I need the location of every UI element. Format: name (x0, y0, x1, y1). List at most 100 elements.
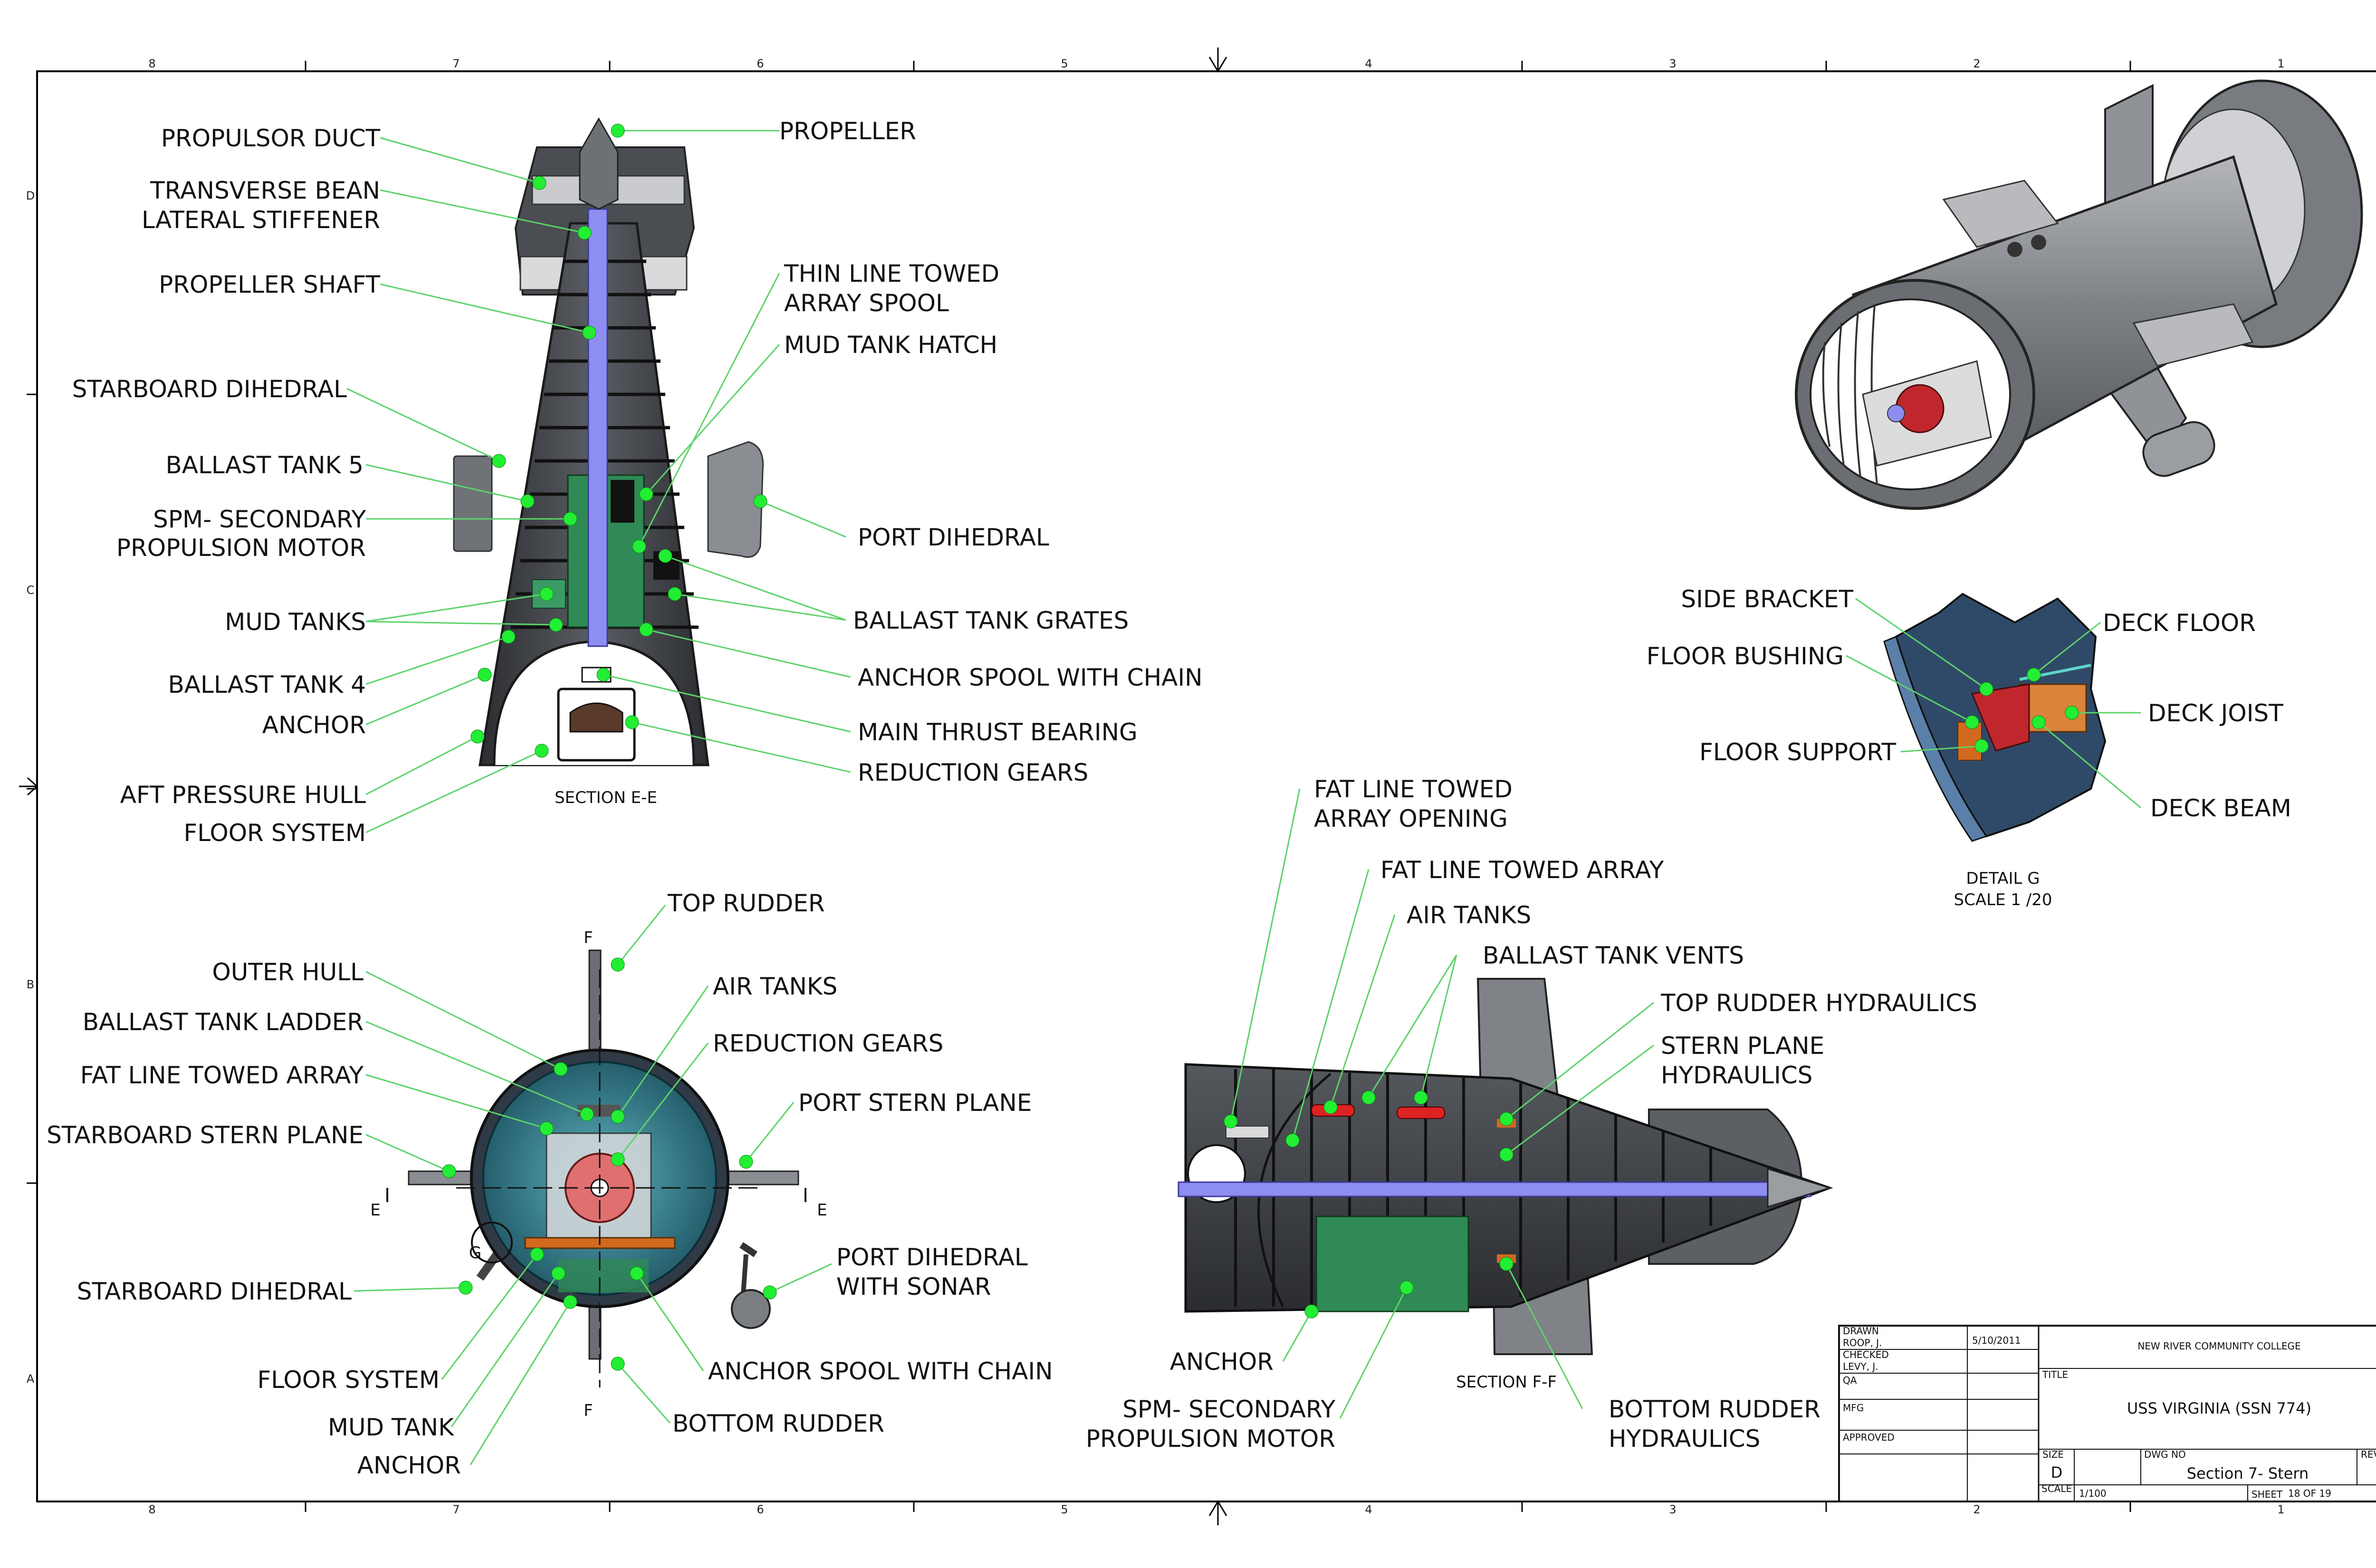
section-ee-labels: PROPULSOR DUCT TRANSVERSE BEAN LATERAL S… (72, 117, 1203, 847)
zone-col-6-bottom: 6 (757, 1503, 764, 1516)
cut-marker-f-bottom: F (584, 1401, 593, 1420)
label-top-rudder-hydraulics: TOP RUDDER HYDRAULICS (1660, 989, 1977, 1017)
label-bottom-rudder-hydraulics-1: BOTTOM RUDDER (1609, 1396, 1820, 1423)
zone-col-6: 6 (757, 57, 764, 70)
tb-checked-name: LEVY, J. (1843, 1361, 1878, 1372)
tb-checked-label: CHECKED (1843, 1349, 1889, 1360)
label-floor-system-aft: FLOOR SYSTEM (258, 1366, 440, 1394)
zone-col-2: 2 (1973, 57, 1980, 70)
label-outer-hull: OUTER HULL (212, 958, 364, 986)
label-transverse-bean: TRANSVERSE BEAN (150, 177, 380, 204)
label-propulsor-duct: PROPULSOR DUCT (161, 124, 381, 152)
detail-marker-g: G (469, 1243, 481, 1262)
drawing-border (19, 48, 2376, 1525)
cut-marker-f-top: F (584, 928, 593, 947)
section-ff-leaders (1224, 788, 1654, 1419)
title-block: DRAWN ROOP, J. 5/10/2011 CHECKED LEVY, J… (1838, 1325, 2376, 1502)
zone-row-d: D (26, 189, 35, 202)
label-side-bracket: SIDE BRACKET (1681, 585, 1853, 613)
tb-drawn-name: ROOP, J. (1843, 1337, 1882, 1348)
label-port-dihedral-sonar-1: PORT DIHEDRAL (836, 1243, 1028, 1271)
label-fat-line-towed-array-ff: FAT LINE TOWED ARRAY (1380, 856, 1664, 884)
label-spm-line1: SPM- SECONDARY (153, 506, 366, 533)
label-lateral-stiffener: LATERAL STIFFENER (142, 206, 380, 234)
label-fat-opening-2: ARRAY OPENING (1314, 805, 1508, 832)
label-ballast-tank-ladder: BALLAST TANK LADDER (83, 1008, 364, 1036)
label-port-dihedral: PORT DIHEDRAL (858, 524, 1049, 551)
label-deck-floor: DECK FLOOR (2103, 609, 2256, 637)
tb-mfg-label: MFG (1843, 1402, 1864, 1414)
zone-col-1: 1 (2277, 57, 2284, 70)
label-stern-plane-hydraulics-2: HYDRAULICS (1661, 1061, 1812, 1089)
label-anchor-spool-aft: ANCHOR SPOOL WITH CHAIN (708, 1358, 1053, 1385)
label-propeller-shaft: PROPELLER SHAFT (159, 271, 380, 298)
tb-drawn-label: DRAWN (1843, 1325, 1879, 1337)
tb-rev-label: REV (2361, 1449, 2376, 1460)
cut-marker-e-left: E (370, 1201, 380, 1220)
tb-approved-label: APPROVED (1843, 1432, 1895, 1443)
tb-scale-label: SCALE (2041, 1483, 2072, 1494)
label-bottom-rudder-hydraulics-2: HYDRAULICS (1609, 1425, 1760, 1453)
label-stern-plane-hydraulics-1: STERN PLANE (1661, 1032, 1824, 1060)
label-starboard-dihedral-aft: STARBOARD DIHEDRAL (77, 1278, 352, 1305)
zone-col-1-bottom: 1 (2277, 1503, 2284, 1516)
label-starboard-dihedral-ee: STARBOARD DIHEDRAL (72, 375, 347, 403)
aft-view-drawing (386, 949, 806, 1387)
label-thin-line-1: THIN LINE TOWED (784, 260, 999, 287)
detail-g-drawing (1883, 593, 2107, 842)
zone-row-c: C (27, 583, 35, 597)
section-ff-drawing (1178, 978, 1833, 1355)
label-floor-support: FLOOR SUPPORT (1699, 738, 1896, 766)
tb-drawn-date: 5/10/2011 (1972, 1335, 2021, 1346)
label-air-tanks-ff: AIR TANKS (1407, 901, 1531, 929)
label-reduction-gears-ee: REDUCTION GEARS (858, 759, 1088, 786)
label-top-rudder: TOP RUDDER (667, 889, 825, 917)
zone-row-b: B (27, 978, 34, 991)
zone-col-3: 3 (1669, 57, 1676, 70)
label-port-dihedral-sonar-2: WITH SONAR (836, 1273, 991, 1300)
section-ff-labels: FAT LINE TOWED ARRAY OPENING FAT LINE TO… (1086, 775, 1977, 1453)
label-reduction-gears-aft: REDUCTION GEARS (713, 1030, 943, 1057)
zone-col-7: 7 (452, 57, 460, 70)
label-port-stern-plane: PORT STERN PLANE (798, 1089, 1032, 1117)
tb-title: USS VIRGINIA (SSN 774) (2127, 1399, 2311, 1417)
label-spm-ff-2: PROPULSION MOTOR (1086, 1425, 1335, 1453)
zone-row-a: A (27, 1372, 35, 1386)
tb-sheet: 18 OF 19 (2288, 1488, 2331, 1499)
section-ee-caption: SECTION E-E (555, 788, 657, 807)
label-deck-beam: DECK BEAM (2150, 794, 2291, 822)
label-floor-bushing: FLOOR BUSHING (1647, 642, 1844, 670)
tb-sheet-label: SHEET (2251, 1489, 2283, 1500)
zone-col-7-bottom: 7 (452, 1503, 460, 1516)
label-aft-pressure-hull: AFT PRESSURE HULL (120, 781, 366, 809)
section-ff-caption: SECTION F-F (1456, 1373, 1557, 1392)
detail-g-labels: SIDE BRACKET FLOOR BUSHING FLOOR SUPPORT… (1647, 585, 2291, 909)
label-floor-system-ee: FLOOR SYSTEM (184, 819, 366, 847)
label-thin-line-2: ARRAY SPOOL (784, 289, 949, 317)
zone-col-5-bottom: 5 (1061, 1503, 1068, 1516)
aft-view-cut-markers: F F E E G (370, 928, 827, 1420)
label-ballast-tank-4: BALLAST TANK 4 (168, 671, 366, 698)
label-ballast-tank-grates: BALLAST TANK GRATES (853, 607, 1129, 634)
detail-g-scale: SCALE 1 /20 (1954, 890, 2052, 909)
zone-col-2-bottom: 2 (1973, 1503, 1980, 1516)
label-fat-opening-1: FAT LINE TOWED (1314, 775, 1513, 803)
zone-col-5: 5 (1061, 57, 1068, 70)
label-anchor-aft: ANCHOR (357, 1452, 461, 1479)
tb-qa-label: QA (1843, 1375, 1857, 1386)
tb-dwg-label: DWG NO (2144, 1449, 2186, 1460)
label-anchor-spool-ee: ANCHOR SPOOL WITH CHAIN (858, 664, 1203, 691)
zone-col-4-bottom: 4 (1365, 1503, 1372, 1516)
label-anchor-ee: ANCHOR (262, 711, 366, 739)
label-mud-tank-hatch: MUD TANK HATCH (784, 331, 997, 359)
label-spm-ff-1: SPM- SECONDARY (1122, 1396, 1335, 1423)
zone-col-4: 4 (1365, 57, 1372, 70)
aft-view-labels: TOP RUDDER OUTER HULL BALLAST TANK LADDE… (47, 889, 1053, 1479)
tb-dwg-no: Section 7- Stern (2187, 1464, 2309, 1482)
detail-g-caption: DETAIL G (1966, 869, 2040, 888)
label-mud-tanks: MUD TANKS (225, 608, 366, 636)
label-air-tanks-aft: AIR TANKS (713, 973, 837, 1000)
detail-g-leaders (1846, 598, 2141, 809)
label-mud-tank: MUD TANK (328, 1414, 454, 1441)
label-starboard-stern-plane: STARBOARD STERN PLANE (47, 1121, 364, 1149)
